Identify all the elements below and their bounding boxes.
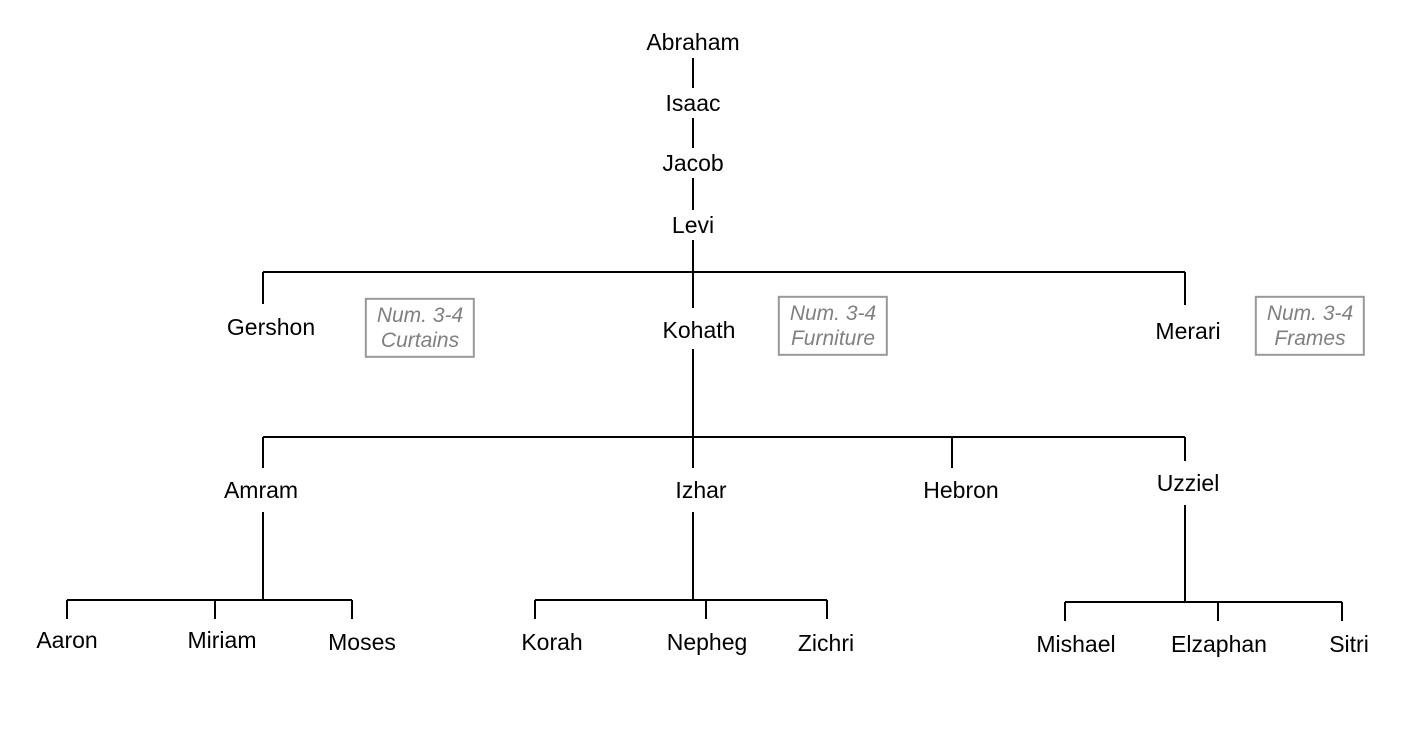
node-uzziel: Uzziel: [1156, 470, 1220, 496]
node-aaron: Aaron: [36, 627, 98, 653]
node-nepheg: Nepheg: [666, 629, 748, 655]
node-kohath: Kohath: [662, 317, 736, 343]
node-moses: Moses: [328, 629, 396, 655]
annotation-furniture-label: Furniture: [790, 327, 876, 350]
node-mishael: Mishael: [1036, 631, 1116, 657]
annotation-curtains-label: Curtains: [380, 329, 460, 352]
node-jacob: Jacob: [662, 150, 724, 176]
annotation-furniture: Num. 3-4 Furniture: [777, 295, 889, 357]
node-sitri: Sitri: [1329, 631, 1369, 657]
node-amram: Amram: [223, 477, 299, 503]
node-isaac: Isaac: [665, 90, 721, 116]
node-zichri: Zichri: [797, 630, 855, 656]
node-hebron: Hebron: [923, 477, 999, 503]
annotation-frames-label: Frames: [1274, 327, 1346, 350]
node-gershon: Gershon: [226, 314, 316, 340]
annotation-furniture-ref: Num. 3-4: [789, 301, 877, 325]
node-miriam: Miriam: [187, 627, 257, 653]
node-levi: Levi: [671, 212, 715, 238]
node-elzaphan: Elzaphan: [1171, 631, 1267, 657]
node-korah: Korah: [521, 629, 583, 655]
annotation-frames: Num. 3-4 Frames: [1254, 295, 1366, 357]
node-merari: Merari: [1155, 318, 1221, 344]
node-izhar: Izhar: [675, 477, 727, 503]
annotation-frames-ref: Num. 3-4: [1266, 301, 1354, 325]
node-abraham: Abraham: [646, 29, 740, 55]
annotation-curtains-ref: Num. 3-4: [376, 303, 464, 327]
annotation-curtains: Num. 3-4 Curtains: [364, 297, 476, 359]
